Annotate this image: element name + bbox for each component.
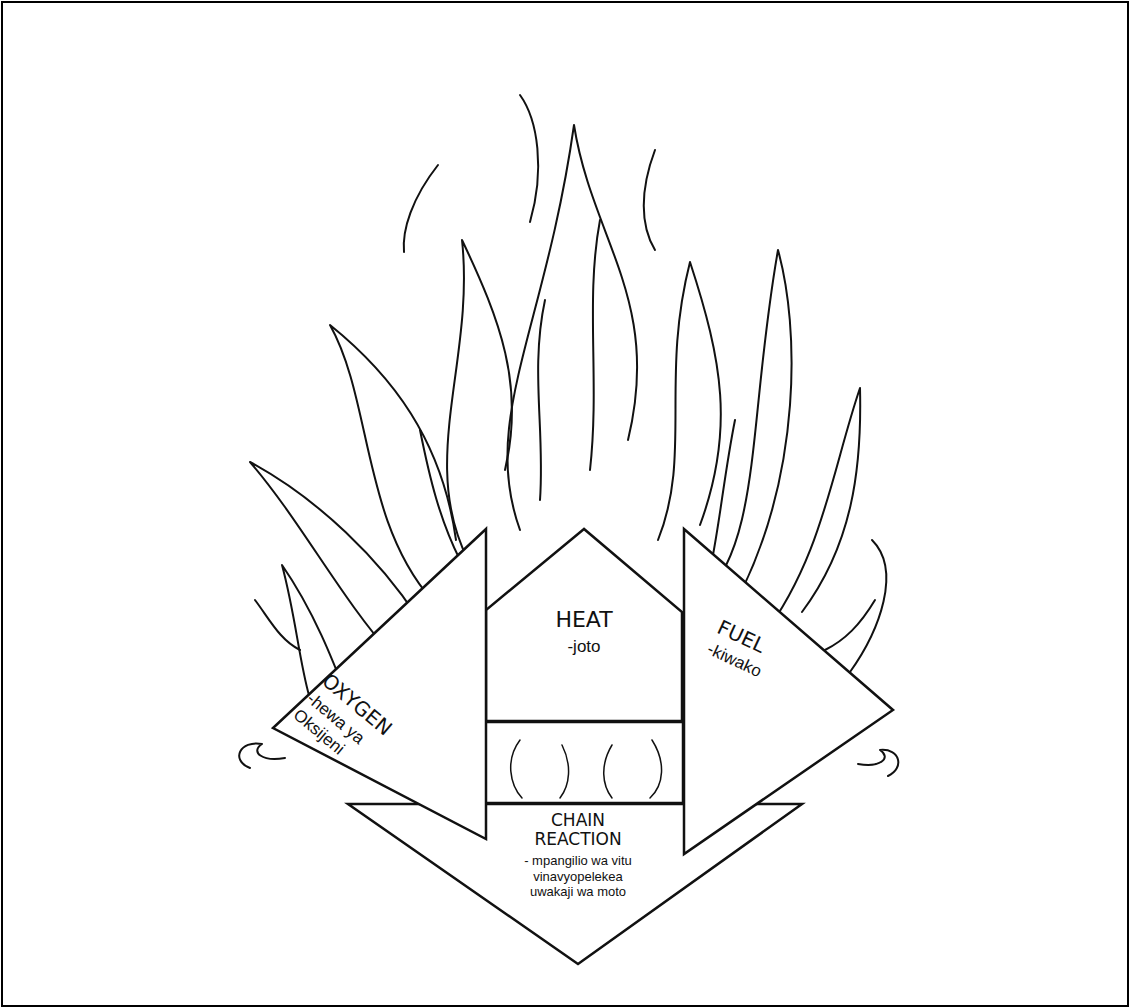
flame-tongue (330, 325, 456, 600)
shape-outline (272, 528, 487, 840)
oxygen-triangle: OXYGEN-hewa ya Oksijeni (272, 528, 487, 840)
side-flame (255, 600, 300, 650)
flame-tongue (447, 240, 512, 560)
flame-flick (644, 150, 655, 250)
node-description: -joto (505, 637, 663, 657)
text-group: HEAT -joto (505, 608, 663, 657)
node-description: - mpangilio wa vitu vinavyopelekea uwaka… (512, 853, 644, 900)
band-curve (650, 740, 662, 798)
flame-inner-line (590, 220, 600, 470)
inner-band (485, 722, 683, 803)
flame-tongue (702, 250, 792, 600)
side-flame (858, 750, 898, 776)
shape-outline (348, 804, 802, 964)
band-curve (511, 740, 522, 798)
shape-outline (486, 529, 682, 721)
flame-tongue (507, 125, 637, 530)
shape-outline (683, 528, 895, 855)
flame-inner-line (420, 430, 460, 560)
fuel-triangle: FUEL-kiwako (683, 528, 895, 855)
flame-tongue (850, 540, 886, 672)
flame-flick (404, 165, 438, 252)
shape-outline (273, 529, 486, 839)
node-heading: CHAIN REACTION (528, 811, 628, 849)
flame-inner-line (712, 420, 735, 560)
flame-flick (520, 95, 538, 222)
flame-tongue (658, 262, 721, 540)
heat-shape: HEAT -joto (485, 528, 683, 722)
band-curve (604, 745, 612, 798)
side-flame (239, 743, 285, 768)
chain-reaction-diamond: CHAIN REACTION - mpangilio wa vitu vinavy… (347, 803, 803, 965)
flame-inner-line (538, 300, 545, 500)
node-heading: HEAT (505, 608, 663, 633)
side-flame (825, 600, 875, 650)
band-curve (560, 745, 569, 798)
flame-tongue (760, 388, 860, 640)
text-group: CHAIN REACTION - mpangilio wa vitu vinavy… (490, 811, 666, 900)
